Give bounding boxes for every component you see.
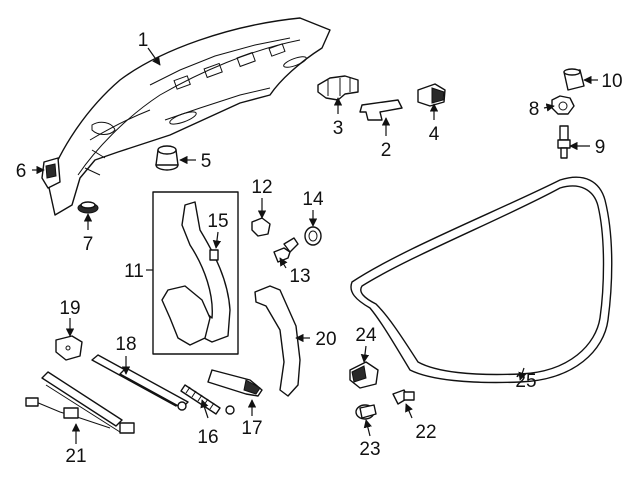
plug-part-23 bbox=[355, 404, 377, 420]
latch-bracket-part bbox=[317, 75, 359, 101]
label-19: 19 bbox=[59, 298, 80, 319]
leader-lines bbox=[32, 47, 598, 444]
spring-part-16 bbox=[180, 384, 235, 415]
stud-bolt-part bbox=[557, 125, 571, 159]
label-1: 1 bbox=[138, 30, 149, 51]
label-6: 6 bbox=[16, 161, 27, 182]
leader-25 bbox=[518, 367, 527, 381]
label-12: 12 bbox=[251, 177, 272, 198]
callout-labels: 1 2 3 4 5 6 7 8 9 10 11 12 13 14 15 16 1… bbox=[16, 30, 623, 467]
label-3: 3 bbox=[333, 118, 344, 139]
label-17: 17 bbox=[241, 418, 262, 439]
label-5: 5 bbox=[201, 151, 212, 172]
label-21: 21 bbox=[65, 446, 86, 467]
bumper-part-7 bbox=[77, 201, 99, 214]
label-20: 20 bbox=[315, 329, 336, 350]
label-18: 18 bbox=[115, 334, 136, 355]
wiring-harness-part-21 bbox=[25, 371, 135, 434]
leader-22 bbox=[405, 403, 413, 419]
nut-part bbox=[551, 95, 575, 115]
label-13: 13 bbox=[289, 266, 310, 287]
cap-part bbox=[563, 68, 585, 91]
pin-part-22 bbox=[392, 389, 415, 405]
damper-part-17 bbox=[207, 369, 263, 397]
label-11: 11 bbox=[124, 261, 144, 282]
clip-part-24 bbox=[349, 361, 379, 389]
switch-part bbox=[417, 83, 446, 107]
label-14: 14 bbox=[302, 189, 324, 210]
leader-15 bbox=[212, 231, 222, 249]
bumper-part-5 bbox=[155, 145, 179, 171]
trunk-lid-panel bbox=[47, 17, 331, 216]
label-10: 10 bbox=[601, 71, 622, 92]
weatherstrip-seal-part-25 bbox=[350, 176, 613, 384]
leader-23 bbox=[363, 419, 372, 437]
label-8: 8 bbox=[529, 99, 540, 120]
leader-16 bbox=[200, 399, 209, 419]
label-22: 22 bbox=[415, 422, 436, 443]
trim-panel-part-20 bbox=[254, 285, 301, 397]
label-24: 24 bbox=[355, 325, 377, 346]
label-7: 7 bbox=[83, 234, 94, 255]
label-16: 16 bbox=[197, 427, 218, 448]
grommet-part-14 bbox=[304, 226, 322, 246]
leader-24 bbox=[360, 345, 370, 363]
label-4: 4 bbox=[429, 124, 440, 145]
bracket-part-19 bbox=[55, 335, 83, 361]
bolt-part-13 bbox=[273, 237, 299, 263]
hinge-clip-part bbox=[41, 157, 61, 189]
lock-striker-part bbox=[359, 99, 403, 121]
label-23: 23 bbox=[359, 439, 380, 460]
clip-part-12 bbox=[251, 217, 271, 237]
gas-strut-part-18 bbox=[91, 354, 189, 411]
label-2: 2 bbox=[381, 140, 392, 161]
label-25: 25 bbox=[515, 371, 536, 392]
hinge-assembly-box bbox=[152, 191, 239, 355]
label-15: 15 bbox=[207, 211, 228, 232]
leader-13 bbox=[279, 257, 288, 269]
leader-1 bbox=[147, 47, 161, 66]
label-9: 9 bbox=[595, 137, 606, 158]
leader-8 bbox=[543, 103, 555, 112]
